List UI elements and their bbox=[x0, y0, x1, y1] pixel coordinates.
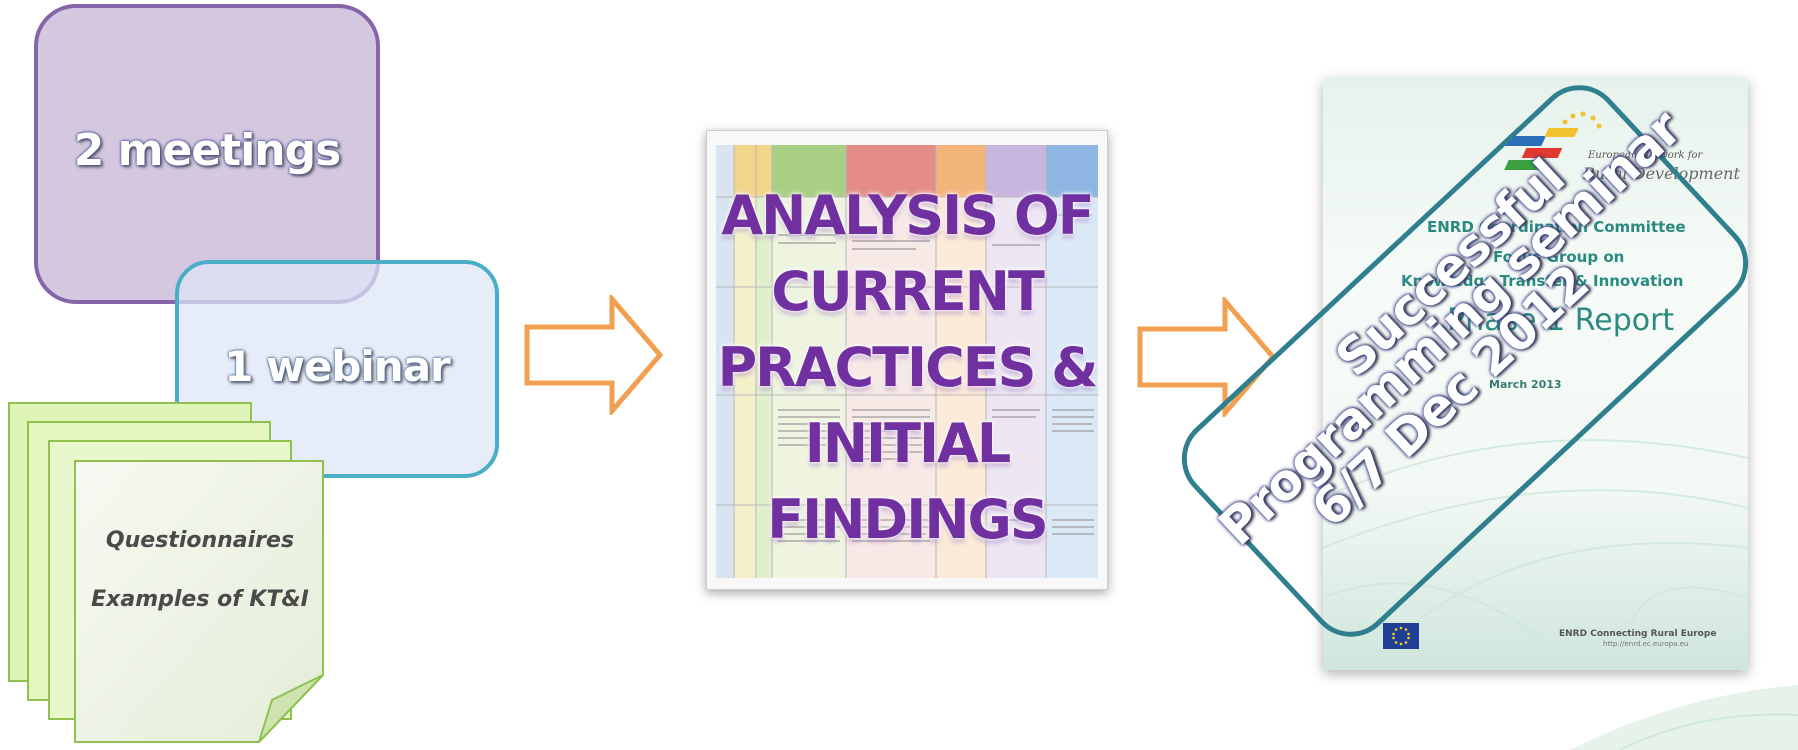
report-title: Phase 1 Report bbox=[1447, 303, 1675, 338]
analysis-title-line-4: INITIAL bbox=[804, 412, 1012, 475]
document-line-questionnaires: Questionnaires bbox=[105, 528, 295, 553]
analysis-title-line-3: PRACTICES & bbox=[717, 336, 1099, 399]
right-arrow-icon bbox=[524, 295, 664, 415]
document-line-examples: Examples of KT&I bbox=[91, 587, 309, 612]
analysis-title-line-5: FINDINGS bbox=[767, 488, 1049, 551]
report-cover: European Network for Rural Development E… bbox=[1323, 78, 1748, 670]
meetings-box bbox=[34, 4, 380, 304]
report-footer: ENRD Connecting Rural Europe bbox=[1559, 629, 1717, 639]
right-arrow-icon-2 bbox=[1137, 297, 1277, 417]
report-footer-url: http://enrd.ec.europa.eu bbox=[1603, 640, 1689, 648]
document-page-front bbox=[74, 460, 324, 743]
analysis-title-line-1: ANALYSIS OF bbox=[721, 184, 1094, 247]
report-heading-line-2: Focus Group on bbox=[1493, 248, 1625, 266]
webinar-label: 1 webinar bbox=[224, 342, 451, 391]
enrd-logo-icon bbox=[1504, 111, 1602, 170]
report-date: March 2013 bbox=[1489, 378, 1562, 391]
report-org-line-1: European Network for bbox=[1588, 150, 1703, 161]
report-heading-line-3: Knowledge Transfer & Innovation bbox=[1401, 272, 1684, 290]
report-org-line-2: Rural Development bbox=[1583, 164, 1740, 183]
report-heading-line-1: ENRD Coordination Committee bbox=[1427, 218, 1686, 236]
analysis-title-line-2: CURRENT bbox=[771, 260, 1045, 323]
spreadsheet-thumbnail bbox=[716, 145, 1098, 578]
eu-flag-icon bbox=[1383, 623, 1419, 649]
corner-decoration bbox=[1570, 685, 1798, 750]
meetings-label: 2 meetings bbox=[73, 125, 342, 176]
